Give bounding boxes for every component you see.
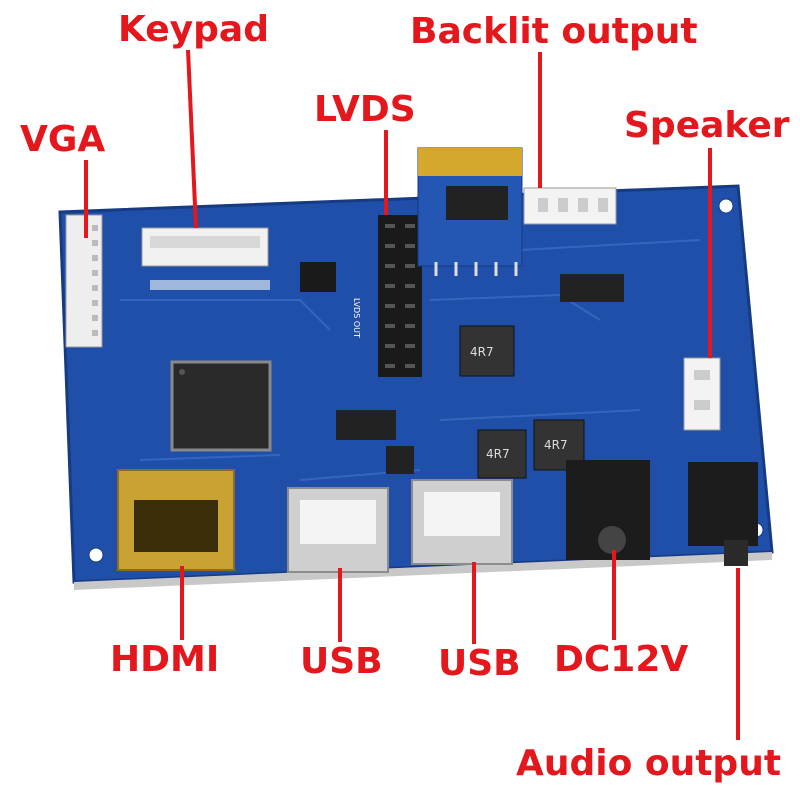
backlit-connector-pins	[538, 198, 608, 212]
leader-lines	[84, 49, 740, 740]
leader-keypad	[186, 49, 198, 229]
mounting-hole	[718, 198, 734, 214]
hdmi-label: HDMI	[110, 639, 220, 680]
inductor	[477, 429, 527, 479]
mounting-hole	[88, 547, 104, 563]
usb-port-right-opening	[424, 492, 500, 536]
usb-left-label: USB	[300, 641, 383, 682]
speaker-label: Speaker	[624, 105, 790, 146]
small-chip	[386, 446, 414, 474]
lvds-pins	[385, 224, 415, 368]
pcb-bottom-edge	[74, 552, 772, 590]
usb-right-label: USB	[438, 643, 521, 684]
inductor-label: 4R7	[486, 447, 510, 461]
chip-dot	[179, 369, 185, 375]
inductor-label: 4R7	[470, 345, 494, 359]
dc12v-label: DC12V	[554, 639, 689, 680]
keypad-label: Keypad	[118, 9, 269, 50]
audio-jack	[688, 462, 758, 546]
audio-jack-barrel	[724, 540, 748, 566]
bluetooth-pins	[434, 262, 518, 276]
inductor	[459, 325, 515, 377]
regulator-chip	[336, 410, 396, 440]
speaker-connector-pins	[694, 370, 710, 410]
dc-jack-opening	[598, 526, 626, 554]
backlit-output-label: Backlit output	[410, 11, 698, 52]
main-chip	[170, 360, 272, 452]
audio-output-label: Audio output	[516, 743, 782, 784]
keypad-connector-slot	[150, 236, 260, 248]
hdmi-port-opening	[134, 500, 218, 552]
inductor-label: 4R7	[544, 438, 568, 452]
secondary-chip	[560, 274, 624, 302]
speaker-connector	[683, 357, 721, 431]
lvds-header	[378, 215, 422, 377]
lvds-label: LVDS	[314, 89, 416, 130]
vga-label: VGA	[20, 119, 106, 160]
usb-port-left-opening	[300, 500, 376, 544]
jumper-header	[300, 262, 336, 292]
bluetooth-chip	[446, 186, 508, 220]
vga-pins	[92, 225, 98, 336]
bluetooth-antenna	[418, 148, 522, 176]
keypad-pad-row	[150, 280, 270, 290]
lvds-out-silkscreen: LVDS OUT	[352, 298, 361, 338]
